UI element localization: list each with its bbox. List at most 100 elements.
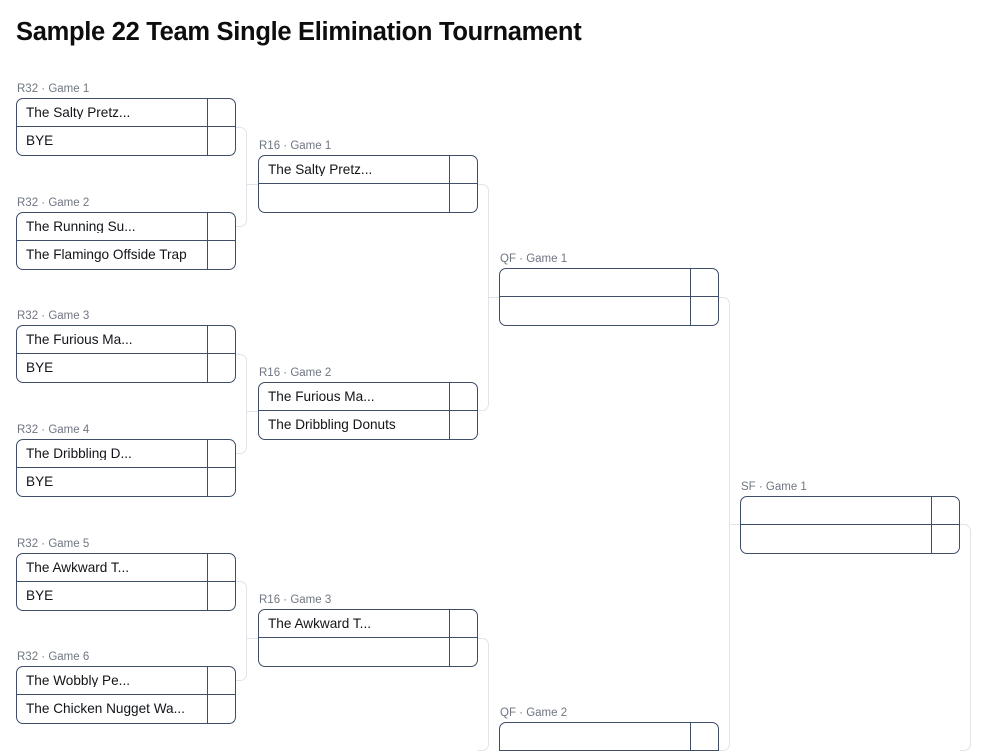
match-slot-bottom[interactable]: [259, 184, 477, 212]
team-name: The Furious Ma...: [26, 332, 133, 347]
match-slot-bottom[interactable]: The Dribbling Donuts: [259, 411, 477, 439]
match-slot-bottom[interactable]: BYE: [17, 582, 235, 610]
match-label: R16 · Game 2: [259, 367, 332, 379]
team-name: BYE: [26, 134, 54, 148]
score-cell[interactable]: [449, 156, 477, 183]
match-slot-bottom[interactable]: BYE: [17, 354, 235, 382]
team-name: The Salty Pretz...: [26, 105, 131, 120]
match-label: R16 · Game 3: [259, 594, 332, 606]
match-r32-game-2[interactable]: R32 · Game 2 The Running Su... The Flami…: [16, 197, 236, 270]
score-cell[interactable]: [207, 582, 235, 610]
match-slot-top[interactable]: The Running Su...: [17, 213, 235, 241]
connector-stub-r16-g3: [247, 638, 258, 639]
score-cell[interactable]: [207, 213, 235, 240]
match-slot-bottom[interactable]: The Chicken Nugget Wa...: [17, 695, 235, 723]
match-box[interactable]: The Awkward T... BYE: [16, 553, 236, 611]
match-box[interactable]: The Furious Ma... The Dribbling Donuts: [258, 382, 478, 440]
match-label: R32 · Game 2: [17, 197, 90, 209]
match-slot-top[interactable]: The Awkward T...: [259, 610, 477, 638]
connector-sf-g1-final: [960, 524, 971, 751]
match-box[interactable]: [499, 722, 719, 751]
score-cell[interactable]: [207, 241, 235, 269]
team-name: The Salty Pretz...: [268, 162, 373, 177]
match-box[interactable]: [499, 268, 719, 326]
connector-stub-qf-g1: [489, 297, 499, 298]
match-slot-bottom[interactable]: BYE: [17, 468, 235, 496]
connector-stub-r16-g1: [247, 184, 258, 185]
match-box[interactable]: The Wobbly Pe... The Chicken Nugget Wa..…: [16, 666, 236, 724]
team-name: BYE: [26, 475, 54, 489]
match-box[interactable]: The Furious Ma... BYE: [16, 325, 236, 383]
match-r32-game-4[interactable]: R32 · Game 4 The Dribbling D... BYE: [16, 424, 236, 497]
match-qf-game-1[interactable]: QF · Game 1: [499, 253, 719, 326]
score-cell[interactable]: [449, 184, 477, 212]
match-slot-top[interactable]: The Furious Ma...: [17, 326, 235, 354]
match-sf-game-1[interactable]: SF · Game 1: [740, 481, 960, 554]
match-slot-top[interactable]: The Salty Pretz...: [259, 156, 477, 184]
match-r32-game-3[interactable]: R32 · Game 3 The Furious Ma... BYE: [16, 310, 236, 383]
match-label: R32 · Game 4: [17, 424, 90, 436]
score-cell[interactable]: [207, 695, 235, 723]
score-cell[interactable]: [207, 554, 235, 581]
score-cell[interactable]: [207, 354, 235, 382]
match-slot-top[interactable]: The Dribbling D...: [17, 440, 235, 468]
connector-stub-sf-g1: [730, 524, 740, 525]
score-cell[interactable]: [207, 468, 235, 496]
team-name: BYE: [26, 589, 54, 603]
score-cell[interactable]: [449, 411, 477, 439]
match-r16-game-3[interactable]: R16 · Game 3 The Awkward T...: [258, 594, 478, 667]
match-slot-top[interactable]: [500, 269, 718, 297]
match-slot-top[interactable]: The Awkward T...: [17, 554, 235, 582]
match-label: SF · Game 1: [741, 481, 807, 493]
match-r32-game-6[interactable]: R32 · Game 6 The Wobbly Pe... The Chicke…: [16, 651, 236, 724]
match-r16-game-1[interactable]: R16 · Game 1 The Salty Pretz...: [258, 140, 478, 213]
score-cell[interactable]: [207, 127, 235, 155]
connector-r32-g3-g4: [236, 354, 247, 454]
score-cell[interactable]: [449, 383, 477, 410]
team-name: The Chicken Nugget Wa...: [26, 702, 185, 716]
connector-r16-g1-g2: [478, 184, 489, 411]
team-name: The Furious Ma...: [268, 389, 375, 404]
match-slot-top[interactable]: The Wobbly Pe...: [17, 667, 235, 695]
match-slot-bottom[interactable]: [259, 638, 477, 666]
match-box[interactable]: The Salty Pretz... BYE: [16, 98, 236, 156]
score-cell[interactable]: [207, 440, 235, 467]
score-cell[interactable]: [449, 610, 477, 637]
match-box[interactable]: The Dribbling D... BYE: [16, 439, 236, 497]
match-slot-top[interactable]: The Salty Pretz...: [17, 99, 235, 127]
match-box[interactable]: The Salty Pretz...: [258, 155, 478, 213]
score-cell[interactable]: [690, 297, 718, 325]
match-box[interactable]: The Running Su... The Flamingo Offside T…: [16, 212, 236, 270]
score-cell[interactable]: [690, 269, 718, 296]
team-name: The Dribbling D...: [26, 446, 132, 461]
match-r32-game-5[interactable]: R32 · Game 5 The Awkward T... BYE: [16, 538, 236, 611]
score-cell[interactable]: [207, 326, 235, 353]
score-cell[interactable]: [931, 497, 959, 524]
match-slot-bottom[interactable]: BYE: [17, 127, 235, 155]
connector-stub-r16-g2: [247, 411, 258, 412]
match-r16-game-2[interactable]: R16 · Game 2 The Furious Ma... The Dribb…: [258, 367, 478, 440]
match-qf-game-2[interactable]: QF · Game 2: [499, 707, 719, 751]
match-box[interactable]: [740, 496, 960, 554]
match-label: R32 · Game 3: [17, 310, 90, 322]
connector-r16-g3-qf-g2: [478, 638, 489, 751]
match-slot-top[interactable]: [741, 497, 959, 525]
match-slot-bottom[interactable]: The Flamingo Offside Trap: [17, 241, 235, 269]
score-cell[interactable]: [207, 667, 235, 694]
match-box[interactable]: The Awkward T...: [258, 609, 478, 667]
score-cell[interactable]: [931, 525, 959, 553]
score-cell[interactable]: [207, 99, 235, 126]
connector-r32-g1-g2: [236, 127, 247, 227]
match-slot-bottom[interactable]: [741, 525, 959, 553]
match-r32-game-1[interactable]: R32 · Game 1 The Salty Pretz... BYE: [16, 83, 236, 156]
match-slot-top[interactable]: [500, 723, 718, 751]
team-name: The Running Su...: [26, 219, 136, 234]
score-cell[interactable]: [449, 638, 477, 666]
match-slot-bottom[interactable]: [500, 297, 718, 325]
match-label: R16 · Game 1: [259, 140, 332, 152]
match-slot-top[interactable]: The Furious Ma...: [259, 383, 477, 411]
match-label: QF · Game 1: [500, 253, 568, 265]
score-cell[interactable]: [690, 723, 718, 750]
match-label: R32 · Game 1: [17, 83, 90, 95]
